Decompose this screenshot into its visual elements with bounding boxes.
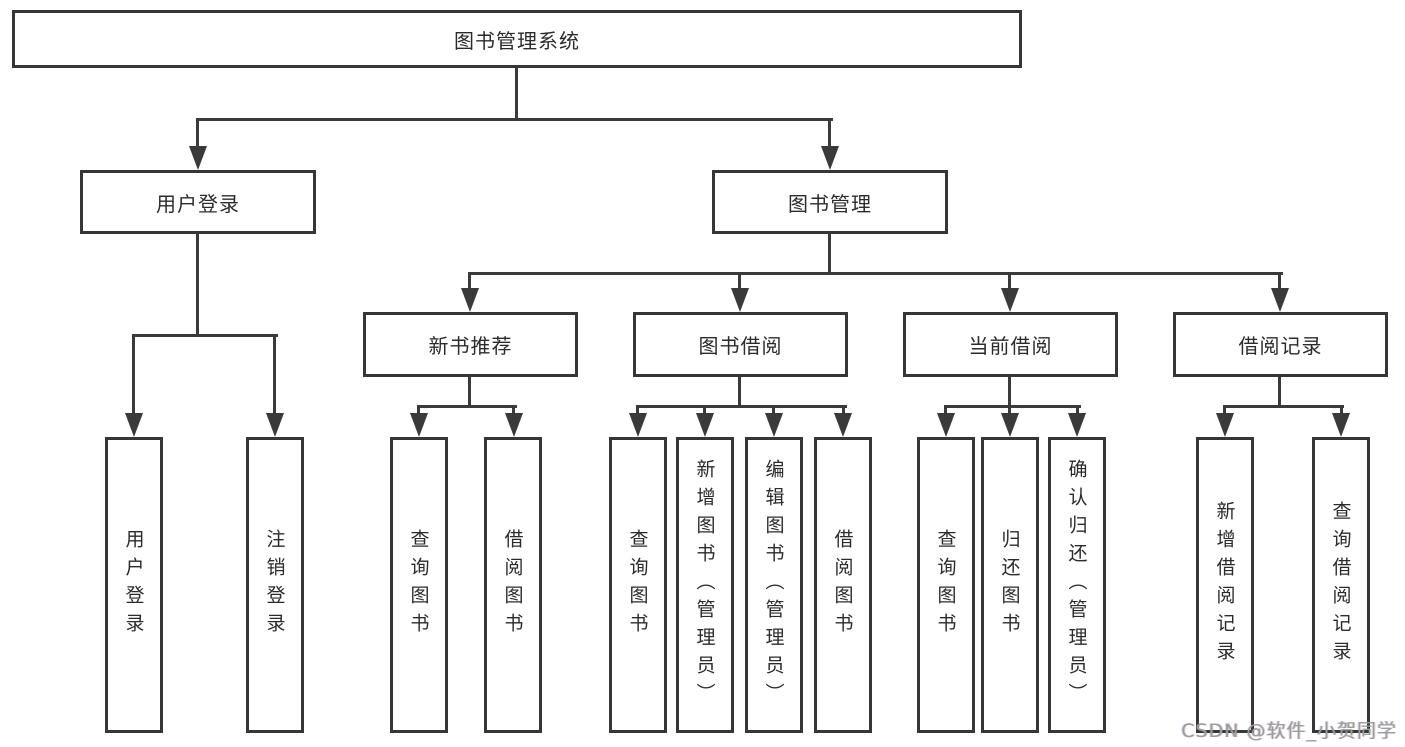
connector-line <box>515 68 518 120</box>
connector-line <box>512 405 515 415</box>
connector-line <box>828 118 831 148</box>
connector-line <box>636 405 847 408</box>
connector-line <box>738 377 741 407</box>
node-user-login-label: 用户登录 <box>156 191 240 216</box>
arrowhead-down-icon <box>629 413 647 437</box>
connector-line <box>417 405 420 415</box>
connector-line <box>738 272 741 290</box>
connector-line <box>273 334 276 414</box>
arrowhead-down-icon <box>765 413 783 437</box>
leaf-return-books: 归还图书 <box>981 437 1039 733</box>
arrowhead-down-icon <box>937 413 955 437</box>
arrowhead-down-icon <box>834 413 852 437</box>
leaf-add-borrow-record: 新增借阅记录 <box>1196 437 1254 733</box>
node-root-label: 图书管理系统 <box>454 28 580 53</box>
leaf-user-login: 用户登录 <box>105 437 163 733</box>
arrowhead-down-icon <box>1271 288 1289 312</box>
connector-line <box>468 272 471 290</box>
connector-line <box>196 118 833 121</box>
node-new-book-recommend: 新书推荐 <box>363 312 578 377</box>
node-user-login: 用户登录 <box>80 170 316 234</box>
arrowhead-down-icon <box>1001 413 1019 437</box>
arrowhead-down-icon <box>1068 413 1086 437</box>
arrowhead-down-icon <box>125 413 143 437</box>
node-book-management-label: 图书管理 <box>788 191 872 216</box>
node-book-borrow-label: 图书借阅 <box>698 334 783 358</box>
leaf-query-books-3: 查询图书 <box>917 437 975 733</box>
node-root: 图书管理系统 <box>12 10 1022 68</box>
leaf-query-books-1: 查询图书 <box>390 437 448 733</box>
connector-line <box>417 405 517 408</box>
leaf-user-login-label: 用户登录 <box>122 529 145 641</box>
arrowhead-down-icon <box>1001 288 1019 312</box>
connector-line <box>944 405 1081 408</box>
arrowhead-down-icon <box>461 288 479 312</box>
node-borrow-record-label: 借阅记录 <box>1238 334 1323 358</box>
leaf-logout-label: 注销登录 <box>263 529 286 641</box>
connector-line <box>196 118 199 148</box>
leaf-confirm-return-admin-label: 确认归还（管理员） <box>1065 459 1088 711</box>
connector-line <box>1008 272 1011 290</box>
connector-line <box>772 405 775 415</box>
connector-line <box>842 405 845 415</box>
arrowhead-down-icon <box>505 413 523 437</box>
leaf-query-borrow-record: 查询借阅记录 <box>1312 437 1370 733</box>
connector-line <box>1008 405 1011 415</box>
leaf-borrow-books-1: 借阅图书 <box>484 437 542 733</box>
leaf-add-books-admin: 新增图书（管理员） <box>676 437 734 733</box>
leaf-query-books-3-label: 查询图书 <box>934 529 957 641</box>
leaf-confirm-return-admin: 确认归还（管理员） <box>1048 437 1106 733</box>
arrowhead-down-icon <box>1332 413 1350 437</box>
connector-line <box>1076 405 1079 415</box>
arrowhead-down-icon <box>1216 413 1234 437</box>
connector-line <box>132 334 135 414</box>
node-new-book-recommend-label: 新书推荐 <box>428 334 513 358</box>
connector-line <box>1223 405 1344 408</box>
node-book-borrow: 图书借阅 <box>633 312 848 377</box>
arrowhead-down-icon <box>731 288 749 312</box>
leaf-add-books-admin-label: 新增图书（管理员） <box>693 459 716 711</box>
connector-line <box>636 405 639 415</box>
connector-line <box>196 234 199 335</box>
leaf-add-borrow-record-label: 新增借阅记录 <box>1213 501 1236 669</box>
connector-line <box>468 272 1283 275</box>
csdn-watermark: CSDN @软件_小贺同学 <box>1181 720 1397 742</box>
leaf-query-books-1-label: 查询图书 <box>407 529 430 641</box>
leaf-edit-books-admin: 编辑图书（管理员） <box>745 437 803 733</box>
arrowhead-down-icon <box>189 146 207 170</box>
node-book-management: 图书管理 <box>712 170 948 234</box>
connector-line <box>1223 405 1226 415</box>
connector-line <box>468 377 471 407</box>
connector-line <box>828 234 831 274</box>
node-current-borrow: 当前借阅 <box>903 312 1118 377</box>
leaf-query-books-2-label: 查询图书 <box>626 529 649 641</box>
node-borrow-record: 借阅记录 <box>1173 312 1388 377</box>
connector-line <box>1278 272 1281 290</box>
leaf-edit-books-admin-label: 编辑图书（管理员） <box>762 459 785 711</box>
arrowhead-down-icon <box>410 413 428 437</box>
node-current-borrow-label: 当前借阅 <box>968 334 1053 358</box>
connector-line <box>1278 377 1281 407</box>
connector-line <box>1008 377 1011 407</box>
leaf-borrow-books-1-label: 借阅图书 <box>501 529 524 641</box>
connector-line <box>1340 405 1343 415</box>
leaf-borrow-books-2-label: 借阅图书 <box>831 529 854 641</box>
leaf-query-books-2: 查询图书 <box>609 437 667 733</box>
leaf-logout: 注销登录 <box>246 437 304 733</box>
arrowhead-down-icon <box>266 413 284 437</box>
connector-line <box>944 405 947 415</box>
arrowhead-down-icon <box>696 413 714 437</box>
leaf-return-books-label: 归还图书 <box>998 529 1021 641</box>
arrowhead-down-icon <box>821 146 839 170</box>
connector-line <box>132 334 278 337</box>
connector-line <box>703 405 706 415</box>
leaf-query-borrow-record-label: 查询借阅记录 <box>1329 501 1352 669</box>
leaf-borrow-books-2: 借阅图书 <box>814 437 872 733</box>
